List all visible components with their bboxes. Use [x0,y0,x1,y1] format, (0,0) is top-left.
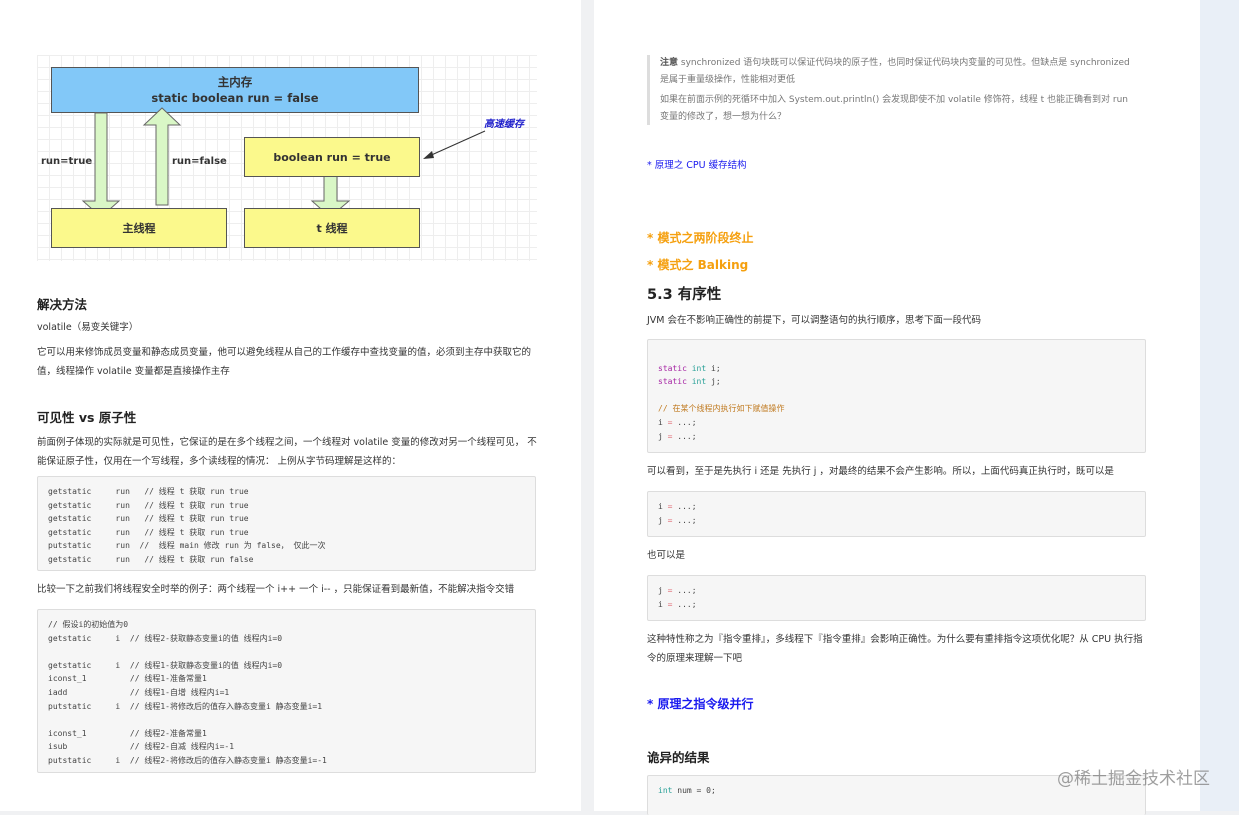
note-blockquote: 注意 synchronized 语句块既可以保证代码块的原子性，也同时保证代码块… [647,55,1137,125]
pointer-line [426,130,486,158]
code-block-order-2: j = ...;i = ...; [647,575,1146,621]
also-label: 也可以是 [647,550,686,561]
watermark: @稀土掘金技术社区 [1057,769,1210,789]
run-false-label: run=false [172,156,227,167]
code-block-ij: static int i;static int j; // 在某个线程内执行如下… [647,339,1146,453]
code-block-num: int num = 0; [647,775,1146,815]
main-thread-box: 主线程 [51,208,227,248]
link-cpu-cache[interactable]: * 原理之 CPU 缓存结构 [647,160,747,171]
arrows [81,107,486,218]
solution-heading: 解决方法 [37,297,88,312]
reorder-desc: 这种特性称之为『指令重排』，多线程下『指令重排』会影响正确性。为什么要有重排指令… [647,634,1143,664]
jvm-desc: JVM 会在不影响正确性的前提下，可以调整语句的执行顺序，思考下面一段代码 [647,315,982,326]
note-bold: 注意 [660,58,679,68]
order-desc: 可以看到，至于是先执行 i 还是 先执行 j ，对最终的结果不会产生影响。所以，… [647,466,1114,477]
main-memory-value: static boolean run = false [151,91,319,105]
main-memory-title: 主内存 [217,75,253,89]
t-thread-box: t 线程 [244,208,420,248]
compare-desc: 比较一下之前我们将线程安全时举的例子：两个线程一个 i++ 一个 i-- ，只能… [37,584,515,595]
side-strip [1200,0,1239,811]
volatile-line: volatile（易变关键字） [37,322,139,333]
left-page: 主内存 static boolean run = false boolean r… [0,0,581,811]
cache-box: boolean run = true [244,137,420,177]
visibility-heading: 可见性 vs 原子性 [37,410,137,425]
link-two-phase-termination[interactable]: * 模式之两阶段终止 [647,231,754,245]
section-heading: 5.3 有序性 [647,287,722,303]
run-true-label: run=true [41,156,93,167]
visibility-desc: 前面例子体现的实际就是可见性，它保证的是在多个线程之间，一个线程对 volati… [37,437,537,467]
up-arrow-icon [142,107,182,206]
volatile-desc: 它可以用来修饰成员变量和静态成员变量，他可以避免线程从自己的工作缓存中查找变量的… [37,347,532,377]
pointer-arrow-icon [423,151,434,159]
right-page: 注意 synchronized 语句块既可以保证代码块的原子性，也同时保证代码块… [594,0,1200,815]
cache-label: 高速缓存 [484,119,524,130]
weird-result-heading: 诡异的结果 [647,750,710,765]
main-memory-box: 主内存 static boolean run = false [51,67,419,113]
code-block-order-1: i = ...;j = ...; [647,491,1146,537]
note-text: synchronized 语句块既可以保证代码块的原子性，也同时保证代码块内变量… [660,58,1130,85]
link-instruction-level-parallelism[interactable]: * 原理之指令级并行 [647,697,754,711]
note-question: 如果在前面示例的死循环中加入 System.out.println() 会发现即… [660,95,1128,122]
memory-diagram: 主内存 static boolean run = false boolean r… [37,55,537,261]
link-balking[interactable]: * 模式之 Balking [647,258,749,272]
